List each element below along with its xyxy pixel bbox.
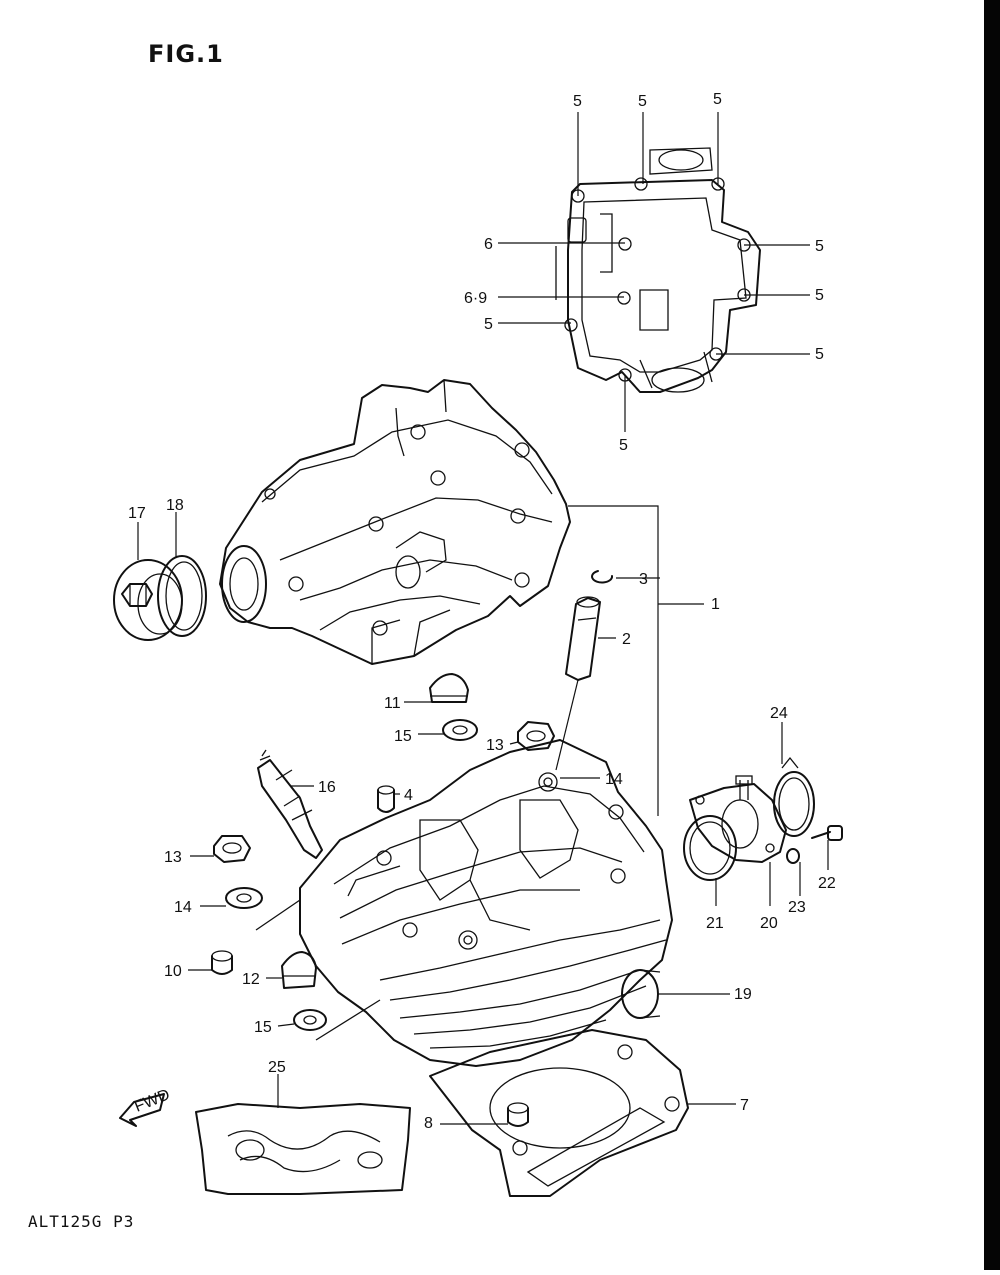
cylinder-head-cover [219, 379, 571, 665]
callout-5: 5 [484, 316, 493, 333]
callout-15: 15 [254, 1019, 272, 1036]
intake-pipe [689, 775, 787, 863]
callout-14: 14 [174, 899, 192, 916]
dowel-8 [507, 1102, 529, 1127]
callout-13: 13 [164, 849, 182, 866]
callout-6-9: 6·9 [464, 290, 487, 307]
washer-23 [786, 848, 800, 864]
figure-title: FIG.1 [148, 40, 224, 68]
callout-21: 21 [706, 915, 724, 932]
callout-5: 5 [638, 93, 647, 110]
front-marker-label: FWD [132, 1086, 172, 1115]
callout-7: 7 [740, 1097, 749, 1114]
tappet-cap [113, 559, 183, 641]
washer-15-lower [293, 1009, 327, 1031]
leader-lines [137, 112, 829, 1125]
plug-19 [621, 969, 661, 1019]
callout-12: 12 [242, 971, 260, 988]
callout-24: 24 [770, 705, 788, 722]
flange-nut-13-lower [213, 835, 251, 863]
washer-14-lower [225, 887, 263, 909]
callout-5: 5 [619, 437, 628, 454]
callout-18: 18 [166, 497, 184, 514]
callout-4: 4 [404, 787, 413, 804]
callout-5: 5 [815, 238, 824, 255]
callout-14: 14 [605, 771, 623, 788]
cap-nut-11 [429, 673, 469, 703]
dowel-4 [377, 785, 395, 813]
cap-nut-12 [281, 951, 317, 989]
hose-clamp [773, 756, 815, 837]
callout-13: 13 [486, 737, 504, 754]
front-arrow-icon: FWD [119, 1086, 172, 1127]
cylinder-head [255, 739, 673, 1067]
cap-o-ring [157, 555, 207, 637]
screw-22 [811, 825, 843, 841]
head-cover-gasket [555, 147, 761, 393]
callout-labels: 5 5 5 6 6·9 5 5 5 5 5 17 18 3 1 2 11 15 … [128, 91, 836, 1132]
washer-15-upper [442, 719, 478, 741]
callout-1: 1 [711, 596, 720, 613]
spark-plug [257, 749, 323, 859]
callout-20: 20 [760, 915, 778, 932]
drawing-code: ALT125G P3 [28, 1212, 135, 1231]
callout-5: 5 [815, 287, 824, 304]
callout-15: 15 [394, 728, 412, 745]
callout-16: 16 [318, 779, 336, 796]
scan-edge [984, 0, 1000, 1270]
callout-19: 19 [734, 986, 752, 1003]
callout-5: 5 [573, 93, 582, 110]
callout-25: 25 [268, 1059, 286, 1076]
cylinder-base-gasket [429, 1029, 689, 1197]
intake-o-ring [683, 815, 737, 881]
valve-guide-circlip [591, 570, 614, 584]
dowel-10 [211, 950, 233, 975]
callout-2: 2 [622, 631, 631, 648]
gasket-set-bag [195, 1103, 411, 1195]
callout-5: 5 [815, 346, 824, 363]
callout-10: 10 [164, 963, 182, 980]
callout-5: 5 [713, 91, 722, 108]
callout-17: 17 [128, 505, 146, 522]
valve-guide [565, 596, 601, 681]
callout-22: 22 [818, 875, 836, 892]
callout-8: 8 [424, 1115, 433, 1132]
callout-3: 3 [639, 571, 648, 588]
callout-6: 6 [484, 236, 493, 253]
callout-23: 23 [788, 899, 806, 916]
callout-11: 11 [384, 695, 401, 712]
